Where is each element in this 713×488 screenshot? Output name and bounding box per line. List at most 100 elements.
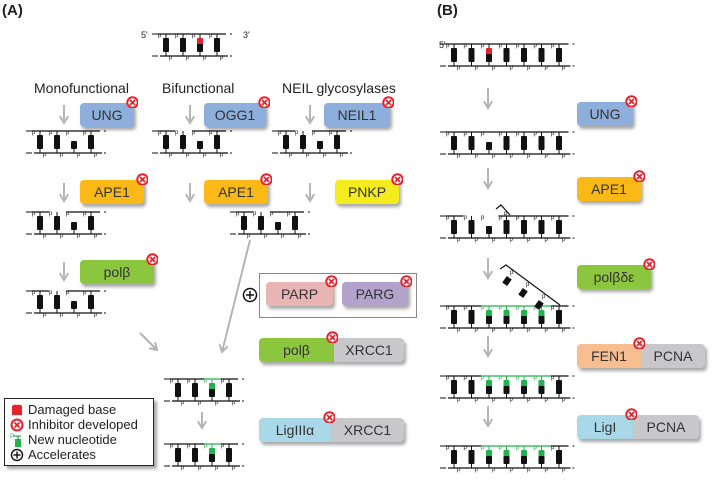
enzyme-pnkp: PNKP <box>335 180 399 204</box>
enzyme-polb-mono: polβ <box>80 260 154 284</box>
inhibitor-icon <box>326 331 338 343</box>
enzyme-polb-main: polβ <box>259 338 334 362</box>
svg-text:p: p <box>446 305 450 311</box>
svg-text:p: p <box>510 397 514 403</box>
enzyme-pcna-a: PCNA <box>641 344 705 368</box>
enzyme-label: LigI <box>593 419 617 435</box>
panel-b-label: (B) <box>437 2 458 19</box>
svg-text:p: p <box>77 152 81 158</box>
svg-text:p: p <box>545 397 549 403</box>
svg-text:p: p <box>562 65 566 71</box>
inhibitor-icon <box>382 96 394 108</box>
svg-text:p: p <box>446 215 450 221</box>
svg-text:p: p <box>203 152 207 158</box>
svg-text:p: p <box>492 327 496 333</box>
down-arrow <box>184 183 196 203</box>
svg-text:p: p <box>215 465 219 471</box>
accelerates-icon <box>242 287 258 303</box>
svg-text:p: p <box>446 131 450 137</box>
svg-text:p: p <box>527 397 531 403</box>
svg-text:p: p <box>253 211 257 217</box>
enzyme-label: APE1 <box>591 181 627 197</box>
svg-text:p: p <box>169 55 173 61</box>
down-arrow <box>482 258 494 280</box>
svg-text:p: p <box>527 153 531 159</box>
svg-text:p: p <box>542 294 546 300</box>
enzyme-label: UNG <box>91 107 123 123</box>
svg-text:p: p <box>562 397 566 403</box>
svg-text:p: p <box>457 237 461 243</box>
svg-text:p: p <box>446 43 450 49</box>
svg-text:p: p <box>306 152 310 158</box>
enzyme-ogg1: OGG1 <box>204 103 266 127</box>
accelerates-icon <box>10 448 24 461</box>
svg-text:p: p <box>204 443 208 449</box>
route-neil-label: NEIL glycosylases <box>282 80 396 96</box>
svg-text:p: p <box>481 445 485 451</box>
svg-text:p: p <box>181 465 185 471</box>
svg-text:p: p <box>510 327 514 333</box>
svg-text:p: p <box>457 467 461 473</box>
enzyme-label: PARP <box>280 286 319 302</box>
svg-text:p: p <box>545 153 549 159</box>
svg-text:p: p <box>169 152 173 158</box>
inhibitor-icon <box>258 96 270 108</box>
svg-text:p: p <box>221 378 225 384</box>
svg-text:p: p <box>446 445 450 451</box>
svg-text:p: p <box>192 130 196 136</box>
svg-text:p: p <box>220 152 224 158</box>
enzyme-label: OGG1 <box>214 107 256 123</box>
svg-text:p: p <box>94 312 98 318</box>
svg-text:p: p <box>464 131 468 137</box>
legend-item: Damaged base <box>10 402 148 417</box>
svg-text:p: p <box>545 65 549 71</box>
down-arrow <box>184 105 196 125</box>
enzyme-fen1: FEN1 <box>577 344 641 368</box>
svg-text:p: p <box>527 237 531 243</box>
svg-text:p: p <box>49 211 53 217</box>
enzyme-ape1-mono: APE1 <box>80 180 144 204</box>
enzyme-label: UNG <box>589 106 621 122</box>
svg-text:p: p <box>158 130 162 136</box>
svg-text:p: p <box>551 215 555 221</box>
svg-text:p: p <box>43 312 47 318</box>
legend-label: Damaged base <box>28 402 117 417</box>
svg-text:p: p <box>49 130 53 136</box>
svg-text:p: p <box>220 55 224 61</box>
enzyme-ung-b: UNG <box>577 102 633 126</box>
svg-text:p: p <box>481 305 485 311</box>
svg-text:p: p <box>464 305 468 311</box>
svg-text:p: p <box>551 375 555 381</box>
svg-text:p: p <box>534 43 538 49</box>
inhibitor-icon <box>325 275 337 287</box>
svg-text:p: p <box>534 445 538 451</box>
enzyme-ape1-bi: APE1 <box>204 180 268 204</box>
svg-text:p: p <box>562 237 566 243</box>
svg-text:p: p <box>247 233 251 239</box>
enzyme-ape1-b: APE1 <box>577 177 641 201</box>
svg-text:p: p <box>32 290 36 296</box>
down-arrow <box>304 105 316 125</box>
inhibitor-icon <box>126 96 138 108</box>
enzyme-parg: PARG <box>342 282 408 306</box>
svg-text:p: p <box>49 290 53 296</box>
svg-text:p: p <box>289 152 293 158</box>
svg-text:p: p <box>32 130 36 136</box>
svg-text:p: p <box>475 153 479 159</box>
svg-text:p: p <box>562 467 566 473</box>
svg-text:p: p <box>221 443 225 449</box>
svg-text:p: p <box>329 130 333 136</box>
inhibitor-icon <box>260 173 272 185</box>
enzyme-xrcc1-b: XRCC1 <box>331 418 404 442</box>
svg-text:p: p <box>499 215 503 221</box>
svg-text:p: p <box>236 211 240 217</box>
svg-text:p: p <box>527 467 531 473</box>
